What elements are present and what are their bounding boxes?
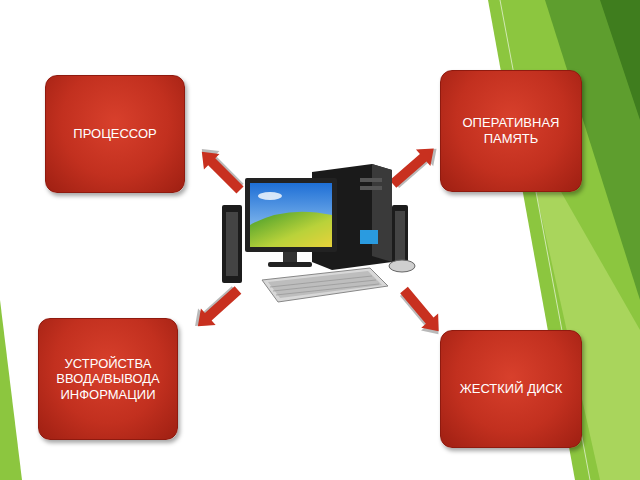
computer-illustration [222,164,415,302]
box-label: УСТРОЙСТВА ВВОДА/ВЫВОДА ИНФОРМАЦИИ [47,356,169,403]
arrows [188,139,449,341]
box-label: ОПЕРАТИВНАЯ ПАМЯТЬ [449,115,573,146]
component-box: ЖЕСТКИЙ ДИСК [440,330,582,448]
theme-band [0,300,22,480]
component-box: ПРОЦЕССОР [45,75,185,193]
component-box: ОПЕРАТИВНАЯ ПАМЯТЬ [440,70,582,192]
component-box: УСТРОЙСТВА ВВОДА/ВЫВОДА ИНФОРМАЦИИ [38,318,178,440]
theme-band [600,0,640,120]
box-label: ЖЕСТКИЙ ДИСК [460,381,563,397]
box-label: ПРОЦЕССОР [73,126,156,142]
